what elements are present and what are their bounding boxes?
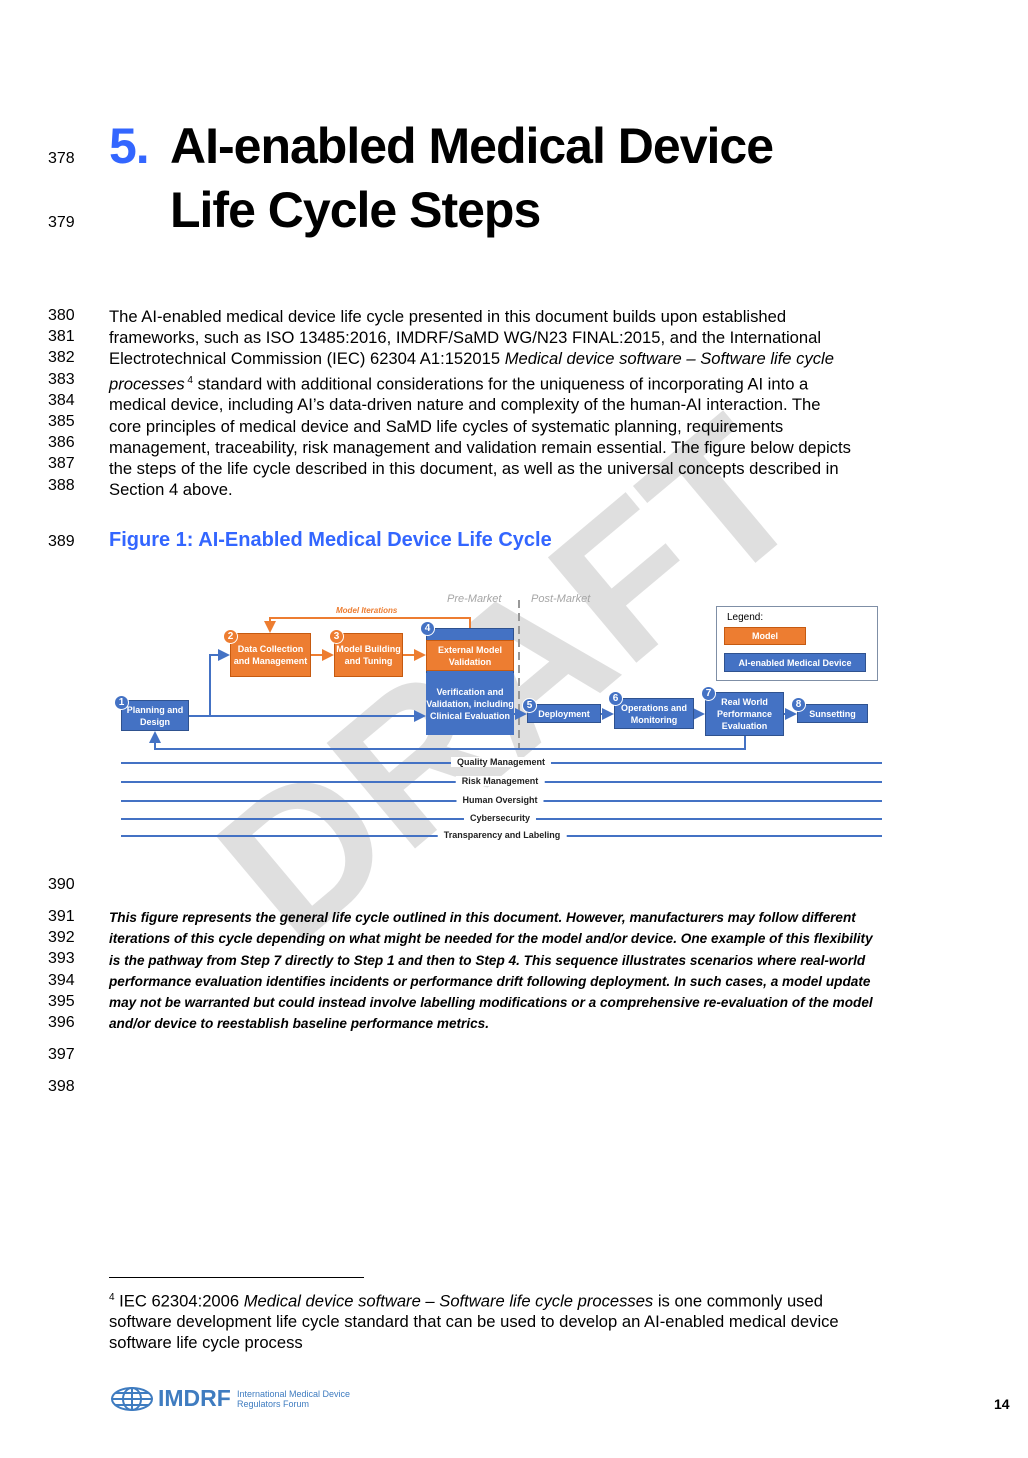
pre-market-label: Pre-Market xyxy=(447,593,502,605)
line-number: 384 xyxy=(48,392,75,409)
org-name-line: Regulators Forum xyxy=(237,1399,310,1409)
arrow-1-2 xyxy=(189,649,230,717)
text-line: Section 4 above. xyxy=(109,480,233,500)
section-title-line2: Life Cycle Steps xyxy=(170,182,541,238)
section-title-line1: AI-enabled Medical Device xyxy=(170,118,774,174)
step-external-model-validation: External Model Validation xyxy=(426,640,514,671)
arrow-7-1-feedback xyxy=(149,731,746,750)
post-market-label: Post-Market xyxy=(531,593,591,605)
line-number: 392 xyxy=(48,929,75,946)
legend-title: Legend: xyxy=(727,612,764,623)
globe-logo-icon xyxy=(111,1387,153,1411)
caption-line: is the pathway from Step 7 directly to S… xyxy=(109,952,866,968)
line-number: 386 xyxy=(48,434,75,451)
line-number: 391 xyxy=(48,908,75,925)
org-name: International Medical Device Regulators … xyxy=(237,1389,350,1409)
model-iterations-label: Model Iterations xyxy=(336,606,398,615)
line-number: 397 xyxy=(48,1046,75,1063)
text-span-italic: Medical device software – Software life … xyxy=(243,1291,654,1311)
step-number: 3 xyxy=(329,629,344,644)
step-data-collection: Data Collection and Management xyxy=(230,633,311,677)
legend-device: AI-enabled Medical Device xyxy=(724,653,866,672)
line-number: 387 xyxy=(48,455,75,472)
line-number: 378 xyxy=(48,150,75,167)
org-name-line: International Medical Device xyxy=(237,1389,351,1399)
legend: Legend: Model AI-enabled Medical Device xyxy=(716,606,878,681)
step-number: 5 xyxy=(522,698,537,713)
line-number: 381 xyxy=(48,328,75,345)
footnote-divider xyxy=(109,1277,364,1278)
footnote-ref[interactable]: 4 xyxy=(184,374,193,386)
concept-human-oversight: Human Oversight xyxy=(456,795,544,805)
line-number: 393 xyxy=(48,950,75,967)
step-deployment: Deployment xyxy=(527,704,601,723)
line-number: 383 xyxy=(48,371,75,388)
line-number: 389 xyxy=(48,533,75,550)
concept-transparency-labeling: Transparency and Labeling xyxy=(437,830,567,840)
figure-title: Figure 1: AI-Enabled Medical Device Life… xyxy=(109,529,552,551)
text-line: core principles of medical device and Sa… xyxy=(109,416,784,436)
line-number: 379 xyxy=(48,214,75,231)
caption-line: may not be warranted but could instead i… xyxy=(109,995,873,1011)
imdrf-logo-text: IMDRF xyxy=(158,1385,231,1411)
step-number: 4 xyxy=(420,621,435,636)
concept-cybersecurity: Cybersecurity xyxy=(463,813,537,823)
page-number: 14 xyxy=(994,1396,1010,1412)
line-number: 388 xyxy=(48,477,75,494)
step-number: 8 xyxy=(791,697,806,712)
line-number: 396 xyxy=(48,1014,75,1031)
footnote-mark: 4 xyxy=(109,1292,115,1303)
step-real-world-evaluation: Real World Performance Evaluation xyxy=(705,692,784,736)
line-number: 385 xyxy=(48,413,75,430)
text-line: The AI-enabled medical device life cycle… xyxy=(109,307,787,326)
step-number: 6 xyxy=(608,691,623,706)
text-line: management, traceability, risk managemen… xyxy=(109,437,851,457)
footnote: 4 IEC 62304:2006 Medical device software… xyxy=(109,1288,839,1353)
caption-line: iterations of this cycle depending on wh… xyxy=(109,931,873,947)
body-paragraph: The AI-enabled medical device life cycle… xyxy=(109,306,851,500)
step-number: 7 xyxy=(701,686,716,701)
section-number: 5. xyxy=(109,118,150,174)
step-model-building: Model Building and Tuning xyxy=(334,633,403,677)
figure-caption: This figure represents the general life … xyxy=(109,907,873,1035)
caption-line: This figure represents the general life … xyxy=(109,910,856,925)
text-span: standard with additional considerations … xyxy=(192,374,809,394)
text-line: frameworks, such as ISO 13485:2016, IMDR… xyxy=(109,328,822,348)
footnote-line: 4 IEC 62304:2006 Medical device software… xyxy=(109,1288,839,1312)
text-span-italic: Medical device software – Software life … xyxy=(504,349,834,369)
legend-model: Model xyxy=(724,627,806,645)
text-line: medical device, including AI’s data-driv… xyxy=(109,395,821,415)
step-number: 1 xyxy=(114,695,129,710)
text-span: IEC 62304:2006 xyxy=(114,1291,244,1311)
line-number: 390 xyxy=(48,876,75,893)
text-line: Electrotechnical Commission (IEC) 62304 … xyxy=(109,348,851,369)
step-verification-validation: Verification and Validation, including C… xyxy=(426,673,514,735)
line-number: 395 xyxy=(48,993,75,1010)
text-line: processes 4 standard with additional con… xyxy=(109,370,851,395)
caption-line: performance evaluation identifies incide… xyxy=(109,973,871,989)
text-span: Electrotechnical Commission (IEC) 62304 … xyxy=(109,349,505,369)
step-number: 2 xyxy=(223,629,238,644)
step-sunsetting: Sunsetting xyxy=(797,704,868,723)
footnote-line: software life cycle process xyxy=(109,1332,303,1352)
step-operations-monitoring: Operations and Monitoring xyxy=(614,698,694,729)
caption-line: and/or device to reestablish baseline pe… xyxy=(109,1016,490,1032)
text-span: is one commonly used xyxy=(653,1291,823,1311)
step-validation-group: External Model Validation Verification a… xyxy=(426,628,514,735)
line-number: 394 xyxy=(48,972,75,989)
concept-risk-management: Risk Management xyxy=(455,776,545,786)
concept-quality-management: Quality Management xyxy=(450,757,552,767)
line-number: 398 xyxy=(48,1078,75,1095)
text-span-italic: processes xyxy=(109,374,185,394)
line-number: 382 xyxy=(48,349,75,366)
text-line: the steps of the life cycle described in… xyxy=(109,458,839,478)
step-planning-design: Planning and Design xyxy=(121,700,189,731)
line-number: 380 xyxy=(48,307,75,324)
footnote-line: software development life cycle standard… xyxy=(109,1312,839,1332)
